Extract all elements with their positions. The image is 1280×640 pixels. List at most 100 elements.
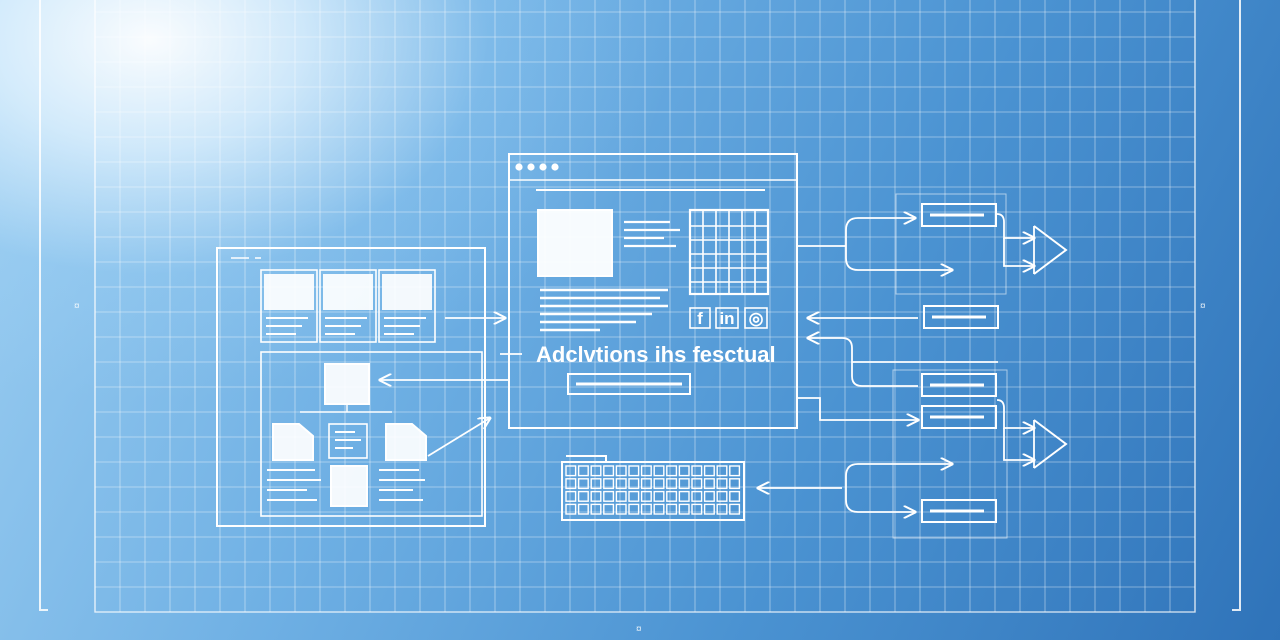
card-1 bbox=[260, 269, 318, 343]
left-panel-frame bbox=[216, 247, 486, 527]
keyboard-key bbox=[678, 503, 690, 515]
hero-text-lines bbox=[624, 220, 680, 248]
keyboard-key bbox=[703, 490, 715, 502]
right-margin-mark: ¤ bbox=[1200, 301, 1206, 312]
hierarchy-box bbox=[260, 351, 483, 517]
keyboard-key bbox=[729, 478, 741, 490]
bottom-margin-mark: ¤ bbox=[636, 624, 642, 635]
card-3-image bbox=[382, 274, 432, 310]
flow-head-bottom bbox=[1033, 419, 1068, 469]
keyboard-key bbox=[716, 490, 728, 502]
cta-button-outline bbox=[567, 373, 691, 395]
left-center-connectors bbox=[380, 318, 522, 457]
keyboard-key bbox=[716, 503, 728, 515]
keyboard-key bbox=[590, 478, 602, 490]
center-window bbox=[508, 153, 798, 429]
keyboard-key bbox=[615, 465, 627, 477]
card-3 bbox=[378, 269, 436, 343]
keyboard-key bbox=[590, 490, 602, 502]
window-dot-2 bbox=[527, 163, 535, 171]
keyboard-key bbox=[577, 465, 589, 477]
keyboard-key bbox=[666, 465, 678, 477]
keyboard-key bbox=[603, 503, 615, 515]
card-1-text bbox=[266, 317, 308, 335]
flow-merge-top-2 bbox=[1003, 238, 1034, 266]
keyboard-tab bbox=[566, 455, 607, 462]
calendar-grid bbox=[690, 210, 768, 294]
outer-frame bbox=[39, 0, 1241, 613]
flow-branch-top-2 bbox=[845, 230, 952, 270]
keyboard-key bbox=[703, 465, 715, 477]
doc-node-center-text bbox=[335, 431, 361, 449]
window-dot-1 bbox=[515, 163, 523, 171]
card-3-text bbox=[384, 317, 426, 335]
keyboard-key bbox=[640, 503, 652, 515]
flow-card-3 bbox=[921, 373, 997, 397]
flow-card-1 bbox=[921, 203, 997, 227]
keyboard-key bbox=[678, 490, 690, 502]
flow-head-top bbox=[1033, 225, 1068, 275]
keyboard-key bbox=[640, 478, 652, 490]
hero-image-block bbox=[537, 209, 613, 277]
keyboard-key bbox=[653, 478, 665, 490]
keyboard-key bbox=[565, 478, 577, 490]
keyboard-key bbox=[565, 503, 577, 515]
keyboard-key bbox=[666, 490, 678, 502]
flow-merge-top-1 bbox=[996, 213, 1034, 238]
linkedin-icon-box bbox=[715, 307, 739, 329]
doc-node-bottom bbox=[330, 465, 368, 507]
left-panel bbox=[216, 247, 486, 527]
keyboard-key bbox=[678, 465, 690, 477]
flow-branch-bottom-2 bbox=[845, 476, 915, 512]
circle-icon-box bbox=[744, 307, 768, 329]
facebook-icon: f bbox=[697, 309, 703, 328]
hierarchy-connector bbox=[300, 404, 392, 413]
flow-card-5 bbox=[921, 499, 997, 523]
doc-node-left bbox=[272, 423, 314, 461]
card-2-image bbox=[323, 274, 373, 310]
keyboard-key bbox=[729, 490, 741, 502]
window-caption: Adclvtions ihs fesctual bbox=[536, 342, 776, 367]
keyboard-key bbox=[729, 465, 741, 477]
card-2-text bbox=[325, 317, 367, 335]
doc-node-right bbox=[385, 423, 427, 461]
keyboard-key bbox=[666, 478, 678, 490]
keyboard-key bbox=[615, 503, 627, 515]
keyboard-frame bbox=[561, 461, 745, 521]
center-window-frame bbox=[508, 153, 798, 429]
keyboard-key bbox=[603, 490, 615, 502]
left-margin-mark: ¤ bbox=[74, 301, 80, 312]
keyboard-key bbox=[628, 465, 640, 477]
keyboard-key bbox=[703, 503, 715, 515]
keyboard-key bbox=[678, 478, 690, 490]
flow-card-4 bbox=[921, 405, 997, 429]
keyboard-key bbox=[615, 490, 627, 502]
card-row bbox=[260, 269, 436, 343]
keyboard-key bbox=[716, 465, 728, 477]
card-2 bbox=[319, 269, 377, 343]
keyboard-key bbox=[691, 490, 703, 502]
keyboard-key bbox=[653, 490, 665, 502]
keyboard-key bbox=[565, 465, 577, 477]
right-flow bbox=[797, 193, 1068, 539]
keyboard-block bbox=[561, 455, 745, 521]
doc-node-center bbox=[328, 423, 368, 459]
keyboard-key bbox=[640, 490, 652, 502]
window-dot-4 bbox=[551, 163, 559, 171]
keyboard-key bbox=[577, 490, 589, 502]
flow-branch-bottom-1 bbox=[845, 464, 952, 477]
keyboard-key bbox=[628, 503, 640, 515]
root-node bbox=[324, 363, 370, 405]
keyboard-key bbox=[666, 503, 678, 515]
flow-merge-bottom-1 bbox=[996, 399, 1034, 428]
window-dot-3 bbox=[539, 163, 547, 171]
flow-group-top bbox=[895, 193, 1007, 295]
keyboard-key bbox=[691, 503, 703, 515]
keyboard-key bbox=[628, 478, 640, 490]
keyboard-keys bbox=[565, 465, 741, 515]
card-1-image bbox=[264, 274, 314, 310]
keyboard-key bbox=[691, 465, 703, 477]
keyboard-key bbox=[603, 478, 615, 490]
